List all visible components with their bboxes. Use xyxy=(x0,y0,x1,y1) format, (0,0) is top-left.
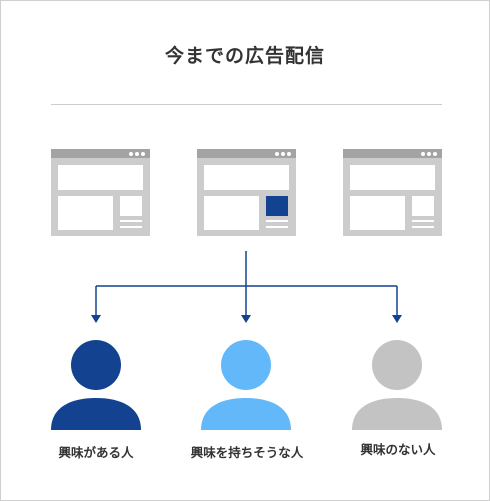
arrowhead-icon xyxy=(91,315,101,323)
content-main-block xyxy=(204,196,259,230)
window-dot-icon xyxy=(129,152,133,156)
content-main-block xyxy=(58,196,113,230)
audience-label-not-interested: 興味のない人 xyxy=(360,442,436,457)
content-side-block xyxy=(120,196,142,216)
window-titlebar xyxy=(197,149,296,158)
content-header-block xyxy=(350,165,435,190)
diagram-title: 今までの広告配信 xyxy=(164,45,325,67)
content-text-line xyxy=(120,220,142,222)
window-dot-icon xyxy=(281,152,285,156)
content-text-line xyxy=(266,226,288,228)
distribution-arrows xyxy=(91,251,402,323)
window-dot-icon xyxy=(275,152,279,156)
content-text-line xyxy=(412,226,434,228)
divider xyxy=(51,104,442,105)
window-dot-icon xyxy=(427,152,431,156)
arrowhead-icon xyxy=(241,315,251,323)
content-main-block xyxy=(350,196,405,230)
arrowhead-icon xyxy=(392,315,402,323)
person-icon-not-interested xyxy=(352,340,442,430)
window-dot-icon xyxy=(421,152,425,156)
content-header-block xyxy=(58,165,143,190)
content-text-line xyxy=(412,220,434,222)
content-text-line xyxy=(120,226,142,228)
person-icon-interested xyxy=(51,340,141,430)
window-dot-icon xyxy=(141,152,145,156)
content-text-line xyxy=(266,220,288,222)
webpage-window-3 xyxy=(343,149,442,236)
audience-label-potential: 興味を持ちそうな人 xyxy=(190,445,304,460)
window-dot-icon xyxy=(135,152,139,156)
window-dot-icon xyxy=(287,152,291,156)
webpage-window-1 xyxy=(51,149,150,236)
window-titlebar xyxy=(343,149,442,158)
window-titlebar xyxy=(51,149,150,158)
content-side-block xyxy=(412,196,434,216)
ad-banner xyxy=(266,196,288,216)
content-header-block xyxy=(204,165,289,190)
person-icon-potential xyxy=(201,340,291,430)
webpage-window-2 xyxy=(197,149,296,236)
audience-label-interested: 興味がある人 xyxy=(58,445,134,460)
window-dot-icon xyxy=(433,152,437,156)
